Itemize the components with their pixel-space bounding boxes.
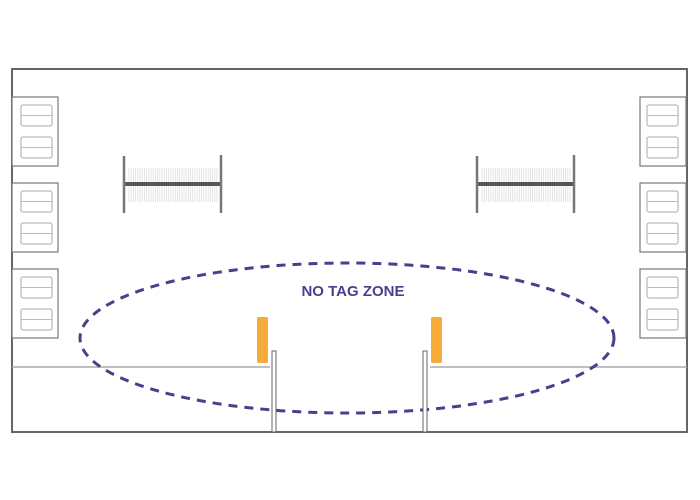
rack-bar (477, 182, 574, 186)
shelf-unit (639, 96, 687, 167)
shelf-unit (639, 268, 687, 339)
no-tag-zone-boundary (78, 261, 616, 415)
zone-label: NO TAG ZONE (301, 283, 404, 300)
shelf-unit (11, 182, 59, 253)
left-gate-pedestal (271, 350, 277, 433)
clothing-rack (475, 155, 576, 213)
rack-bar (124, 182, 221, 186)
right-antenna (431, 317, 442, 363)
clothing-racks (122, 155, 576, 213)
shelf-unit (11, 96, 59, 167)
clothing-rack (122, 155, 223, 213)
shelf-unit (639, 182, 687, 253)
left-antenna (257, 317, 268, 363)
right-gate-pedestal (422, 350, 428, 433)
wall-shelves (11, 96, 687, 339)
shelf-unit (11, 268, 59, 339)
store-outline (11, 68, 688, 433)
